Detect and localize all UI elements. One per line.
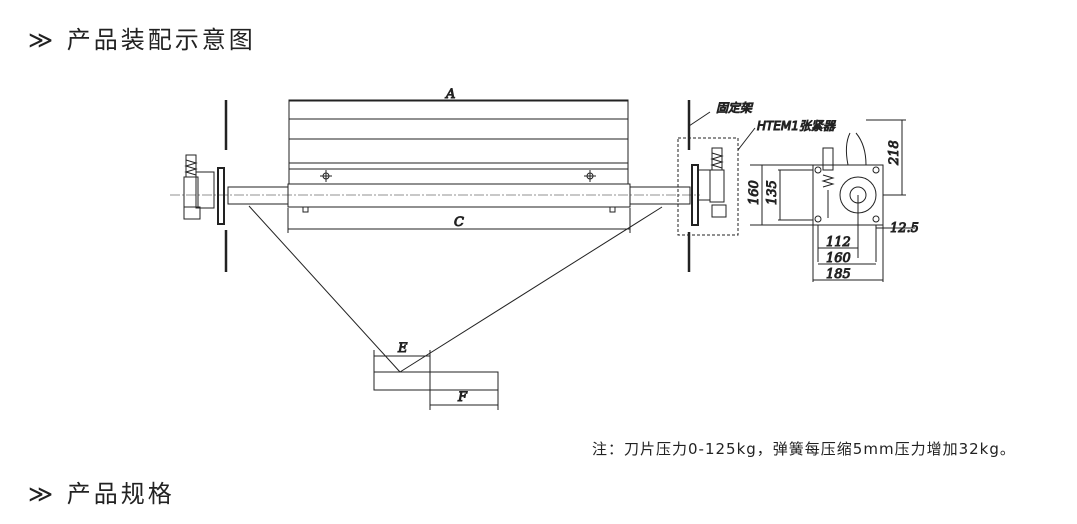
dim-218: 218 (887, 140, 902, 166)
dim-160-vertical: 160 (747, 180, 762, 205)
dim-a-label: A (445, 87, 455, 102)
dim-160-horizontal: 160 (826, 251, 851, 266)
tensioner-label: HTEM1张紧器 (757, 119, 836, 133)
fixed-frame-label: 固定架 (716, 101, 754, 115)
right-tensioner (691, 147, 727, 226)
dim-185: 185 (826, 267, 851, 282)
geometry-line-right (399, 206, 663, 373)
geometry-line-left (248, 205, 401, 373)
side-view-dimensions (750, 119, 915, 282)
pressure-note: 注：刀片压力0-125kg，弹簧每压缩5mm压力增加32kg。 (592, 440, 1016, 458)
right-mount-post (687, 100, 711, 272)
dim-f-label: F (457, 390, 468, 405)
dim-e-label: E (397, 341, 408, 356)
tensioner-leader (737, 127, 756, 151)
specs-heading: ≫ 产品规格 (28, 480, 175, 508)
belt-section (373, 371, 499, 391)
dim-135: 135 (765, 180, 780, 205)
dim-c-label: C (454, 215, 464, 230)
left-tensioner (183, 154, 225, 225)
tube (227, 183, 691, 213)
dim-12-5: 12.5 (890, 221, 919, 236)
dim-112: 112 (826, 235, 851, 250)
blade (288, 99, 629, 185)
assembly-heading: ≫ 产品装配示意图 (28, 26, 256, 54)
